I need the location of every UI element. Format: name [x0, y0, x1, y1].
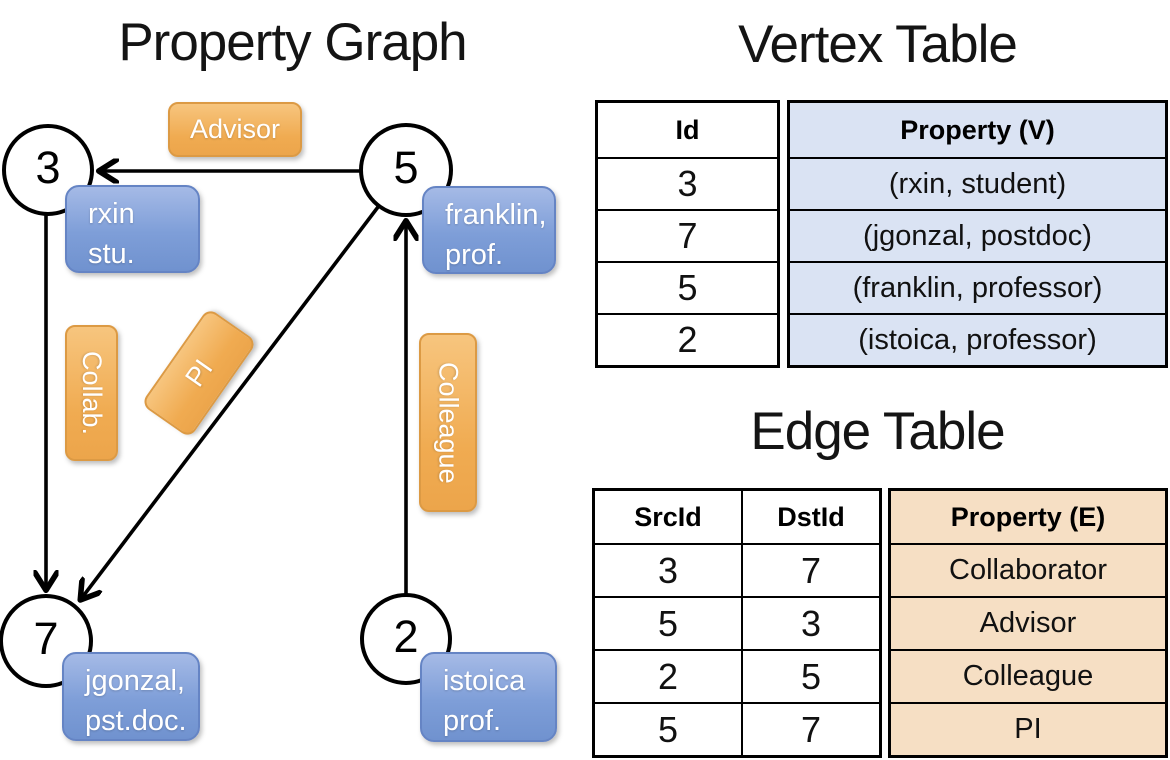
vertex-property-line: prof.	[443, 705, 502, 737]
edge-table-id-columns: SrcId DstId 3 7 5 3 2 5 5 7	[592, 488, 882, 758]
edge-table-property-cell: Collaborator	[891, 543, 1165, 596]
vertex-property-line: pst.doc.	[85, 705, 187, 737]
vertex-table-id-cell: 5	[598, 261, 777, 313]
edge-table-title: Edge Table	[750, 402, 1005, 461]
vertex-table-property-column: Property (V) (rxin, student) (jgonzal, p…	[787, 100, 1168, 368]
edge-table-src-cell: 5	[595, 704, 743, 755]
vertex-id-5: 5	[393, 141, 419, 193]
edge-table-src-cell: 5	[595, 598, 743, 649]
vertex-property-box-rxin: rxin stu.	[65, 185, 200, 273]
edge-table-dst-cell: 7	[800, 549, 822, 591]
edge-label-collab: Collab.	[65, 325, 118, 461]
vertex-id-7: 7	[33, 612, 59, 664]
vertex-property-line: rxin	[88, 198, 135, 230]
edge-table-dst-cell: 7	[800, 708, 822, 750]
edge-label-colleague: Colleague	[419, 333, 477, 512]
edge-table-src-cell: 3	[595, 545, 743, 596]
vertex-property-line: prof.	[445, 239, 504, 271]
vertex-table-id-header: Id	[675, 114, 700, 145]
vertex-table-id-cell: 7	[598, 209, 777, 261]
edge-table-property-cell: Advisor	[891, 596, 1165, 649]
vertex-table-property-cell: (franklin, professor)	[790, 261, 1165, 313]
edge-table-property-header: Property (E)	[950, 501, 1106, 532]
vertex-table-property-cell: (jgonzal, postdoc)	[790, 209, 1165, 261]
vertex-property-line: jgonzal,	[85, 665, 185, 697]
vertex-table-id-cell: 3	[598, 157, 777, 209]
edge-table-srcid-header: SrcId	[595, 491, 743, 543]
vertex-table-property-header: Property (V)	[900, 114, 1055, 145]
vertex-table-property-cell: (rxin, student)	[790, 157, 1165, 209]
edge-table-src-cell: 2	[595, 651, 743, 702]
arrow-5-to-7	[81, 205, 380, 599]
edge-table-property-column: Property (E) Collaborator Advisor Collea…	[888, 488, 1168, 758]
vertex-table-id-cell: 2	[598, 313, 777, 365]
edge-table-dst-cell: 3	[800, 602, 822, 644]
vertex-property-box-istoica: istoica prof.	[420, 652, 557, 742]
vertex-property-box-franklin: franklin, prof.	[422, 186, 556, 274]
vertex-property-line: franklin,	[445, 199, 547, 231]
vertex-property-line: istoica	[443, 665, 526, 697]
vertex-id-3: 3	[35, 141, 61, 193]
vertex-table-id-column: Id 3 7 5 2	[595, 100, 780, 368]
vertex-table-property-cell: (istoica, professor)	[790, 313, 1165, 365]
edge-label-advisor: Advisor	[168, 102, 302, 157]
vertex-property-line: stu.	[88, 238, 135, 270]
edge-table-dst-cell: 5	[800, 655, 822, 697]
vertex-table-title: Vertex Table	[738, 15, 1018, 74]
edge-table-property-cell: Colleague	[891, 649, 1165, 702]
vertex-property-box-jgonzal: jgonzal, pst.doc.	[62, 652, 200, 741]
vertex-id-2: 2	[393, 610, 419, 662]
edge-table-dstid-header: DstId	[777, 501, 845, 532]
edge-table-property-cell: PI	[891, 702, 1165, 755]
property-graph-title: Property Graph	[118, 13, 467, 72]
